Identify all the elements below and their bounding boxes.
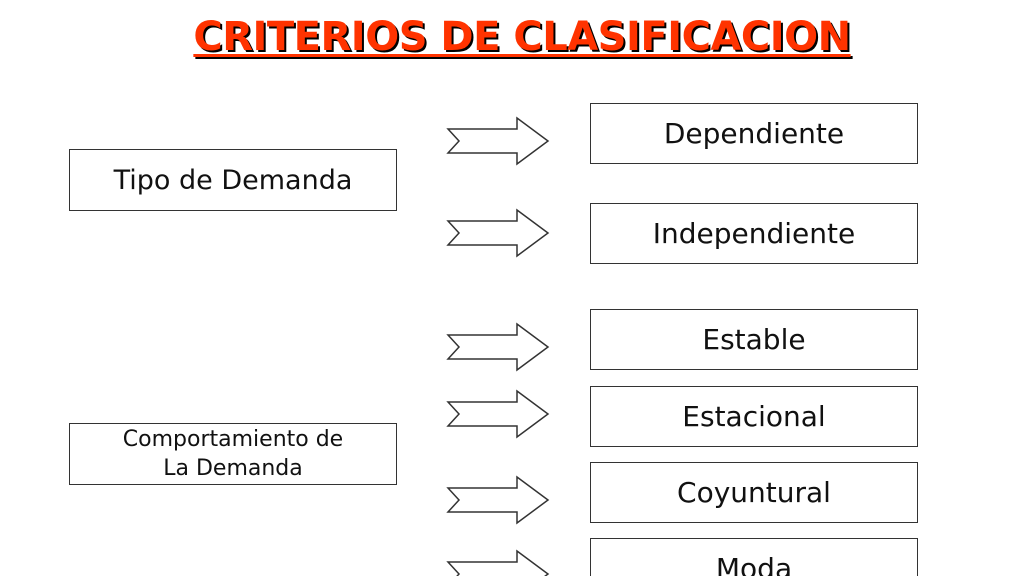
option-label: Estable (702, 323, 806, 356)
arrow-icon (445, 207, 551, 259)
category-label: Tipo de Demanda (113, 164, 353, 196)
category-label-line-2: La Demanda (163, 456, 303, 481)
option-dependiente: Dependiente (590, 103, 918, 164)
option-estacional: Estacional (590, 386, 918, 447)
category-tipo-de-demanda: Tipo de Demanda (69, 149, 397, 211)
option-independiente: Independiente (590, 203, 918, 264)
arrow-icon (445, 474, 551, 526)
option-label: Independiente (652, 217, 856, 250)
arrow-icon (445, 548, 551, 576)
option-moda: Moda (590, 538, 918, 576)
arrow-icon (445, 388, 551, 440)
option-label: Dependiente (663, 117, 845, 150)
option-estable: Estable (590, 309, 918, 370)
option-label: Moda (715, 552, 793, 576)
option-label: Estacional (682, 400, 826, 433)
arrow-icon (445, 115, 551, 167)
option-coyuntural: Coyuntural (590, 462, 918, 523)
category-comportamiento-de-la-demanda: Comportamiento de La Demanda (69, 423, 397, 485)
option-label: Coyuntural (677, 476, 831, 509)
category-label-line-1: Comportamiento de (122, 427, 344, 452)
arrow-icon (445, 321, 551, 373)
diagram-title: CRITERIOS DE CLASIFICACION (193, 14, 851, 60)
